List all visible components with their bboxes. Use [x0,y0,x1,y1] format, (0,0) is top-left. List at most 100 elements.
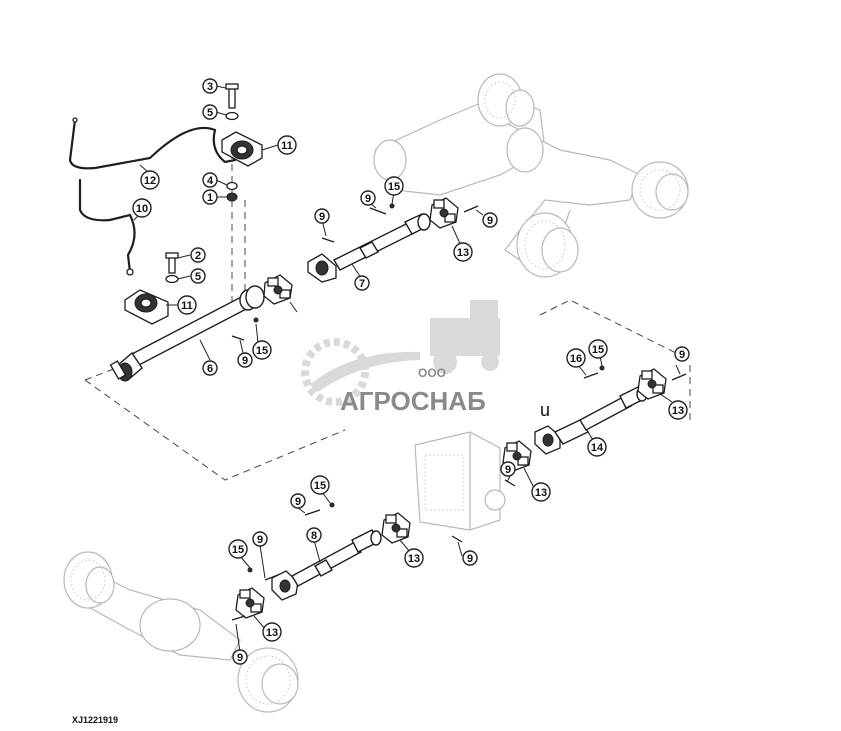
coupling-13-lower-middle [381,512,411,544]
callout-label: 11 [281,140,293,152]
callout-circle [588,339,608,359]
callout-label: 9 [467,553,473,565]
callout-circle [306,527,322,543]
callout-7: 7 [354,275,370,291]
callout-circle [262,622,282,642]
callout-label: 13 [266,627,278,639]
callout-label: 7 [359,278,365,290]
callout-15: 15 [310,475,330,495]
fasteners [231,203,687,621]
callout-8: 8 [306,527,322,543]
callout-9: 9 [232,649,248,665]
callout-label: 13 [535,487,547,499]
callout-circle [404,548,424,568]
callout-13: 13 [531,482,551,502]
callout-circle [290,493,306,509]
callout-9: 9 [462,550,478,566]
callout-5: 5 [190,268,206,284]
callout-circle [310,475,330,495]
callout-9: 9 [500,461,516,477]
callout-circle [237,352,253,368]
ghost-rear-axle-assembly [373,73,689,278]
callout-circle [202,104,218,120]
callout-15: 15 [228,539,248,559]
callout-14: 14 [587,437,607,457]
callout-label: 9 [237,652,243,664]
callout-label: 9 [679,349,685,361]
callout-6: 6 [202,360,218,376]
callout-circle [202,360,218,376]
coupling-13-lower-left [235,587,265,619]
callout-circle [202,189,218,205]
callout-12: 12 [140,170,160,190]
callout-circle [252,340,272,360]
callout-15: 15 [384,176,404,196]
figure-reference-code: XJ1221919 [72,715,118,725]
watermark-name: АГРОСНАБ [340,386,486,416]
callout-circle [384,176,404,196]
callout-5: 5 [202,104,218,120]
callout-3: 3 [202,78,218,94]
callout-13: 13 [668,400,688,420]
callout-circle [314,208,330,224]
callout-label: 14 [591,442,604,454]
callout-circle [354,275,370,291]
callout-9: 9 [360,190,376,206]
coupling-13-right [637,368,667,400]
callout-label: 5 [195,271,201,283]
callout-circle [202,78,218,94]
drive-shaft-7 [307,213,431,283]
ghost-transmission-housing [414,431,506,531]
callout-label: 4 [207,175,214,187]
callout-label: 13 [672,405,684,417]
callout-15: 15 [252,340,272,360]
callout-circle [360,190,376,206]
callout-11: 11 [177,295,197,315]
callout-label: 13 [408,553,420,565]
callout-circle [587,437,607,457]
watermark-logo: ООО АГРОСНАБ u [301,300,550,420]
callout-label: 9 [505,464,511,476]
callout-9: 9 [252,531,268,547]
callout-label: 9 [242,355,248,367]
callout-circle [190,247,206,263]
callout-circle [177,295,197,315]
watermark-suffix: u [540,400,550,420]
callout-label: 8 [311,530,317,542]
callout-label: 9 [295,496,301,508]
callout-11: 11 [277,135,297,155]
callout-circle [462,550,478,566]
sensor-cable-12 [68,117,237,170]
callout-label: 12 [144,175,156,187]
callout-circle [140,170,160,190]
alignment-lines [84,140,691,481]
callout-circle [202,172,218,188]
callout-circle [482,212,498,228]
callout-circle [132,198,152,218]
callout-label: 2 [195,250,201,262]
callout-circle [190,268,206,284]
callout-13: 13 [262,622,282,642]
callout-label: 6 [207,363,213,375]
callout-circle [566,348,586,368]
support-bearing-upper [221,83,263,202]
callout-label: 3 [207,81,213,93]
callout-4: 4 [202,172,218,188]
callout-circle [668,400,688,420]
callout-13: 13 [453,242,473,262]
callout-circle [531,482,551,502]
callout-label: 5 [207,107,213,119]
callout-9: 9 [674,346,690,362]
callout-9: 9 [290,493,306,509]
callout-label: 15 [592,344,604,356]
callout-circle [277,135,297,155]
callout-9: 9 [314,208,330,224]
callout-label: 15 [256,345,268,357]
callout-16: 16 [566,348,586,368]
callout-9: 9 [237,352,253,368]
callout-label: 15 [314,480,326,492]
callout-2: 2 [190,247,206,263]
coupling-13-upper [429,197,459,229]
callout-label: 13 [457,247,469,259]
